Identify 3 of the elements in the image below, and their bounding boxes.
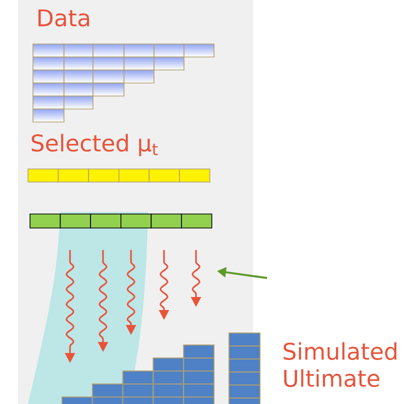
- heading: Data: [38, 9, 90, 27]
- heading: Simulated Ultimate: [284, 342, 396, 387]
- heading: Selected μ$_{t}$: [32, 134, 158, 156]
